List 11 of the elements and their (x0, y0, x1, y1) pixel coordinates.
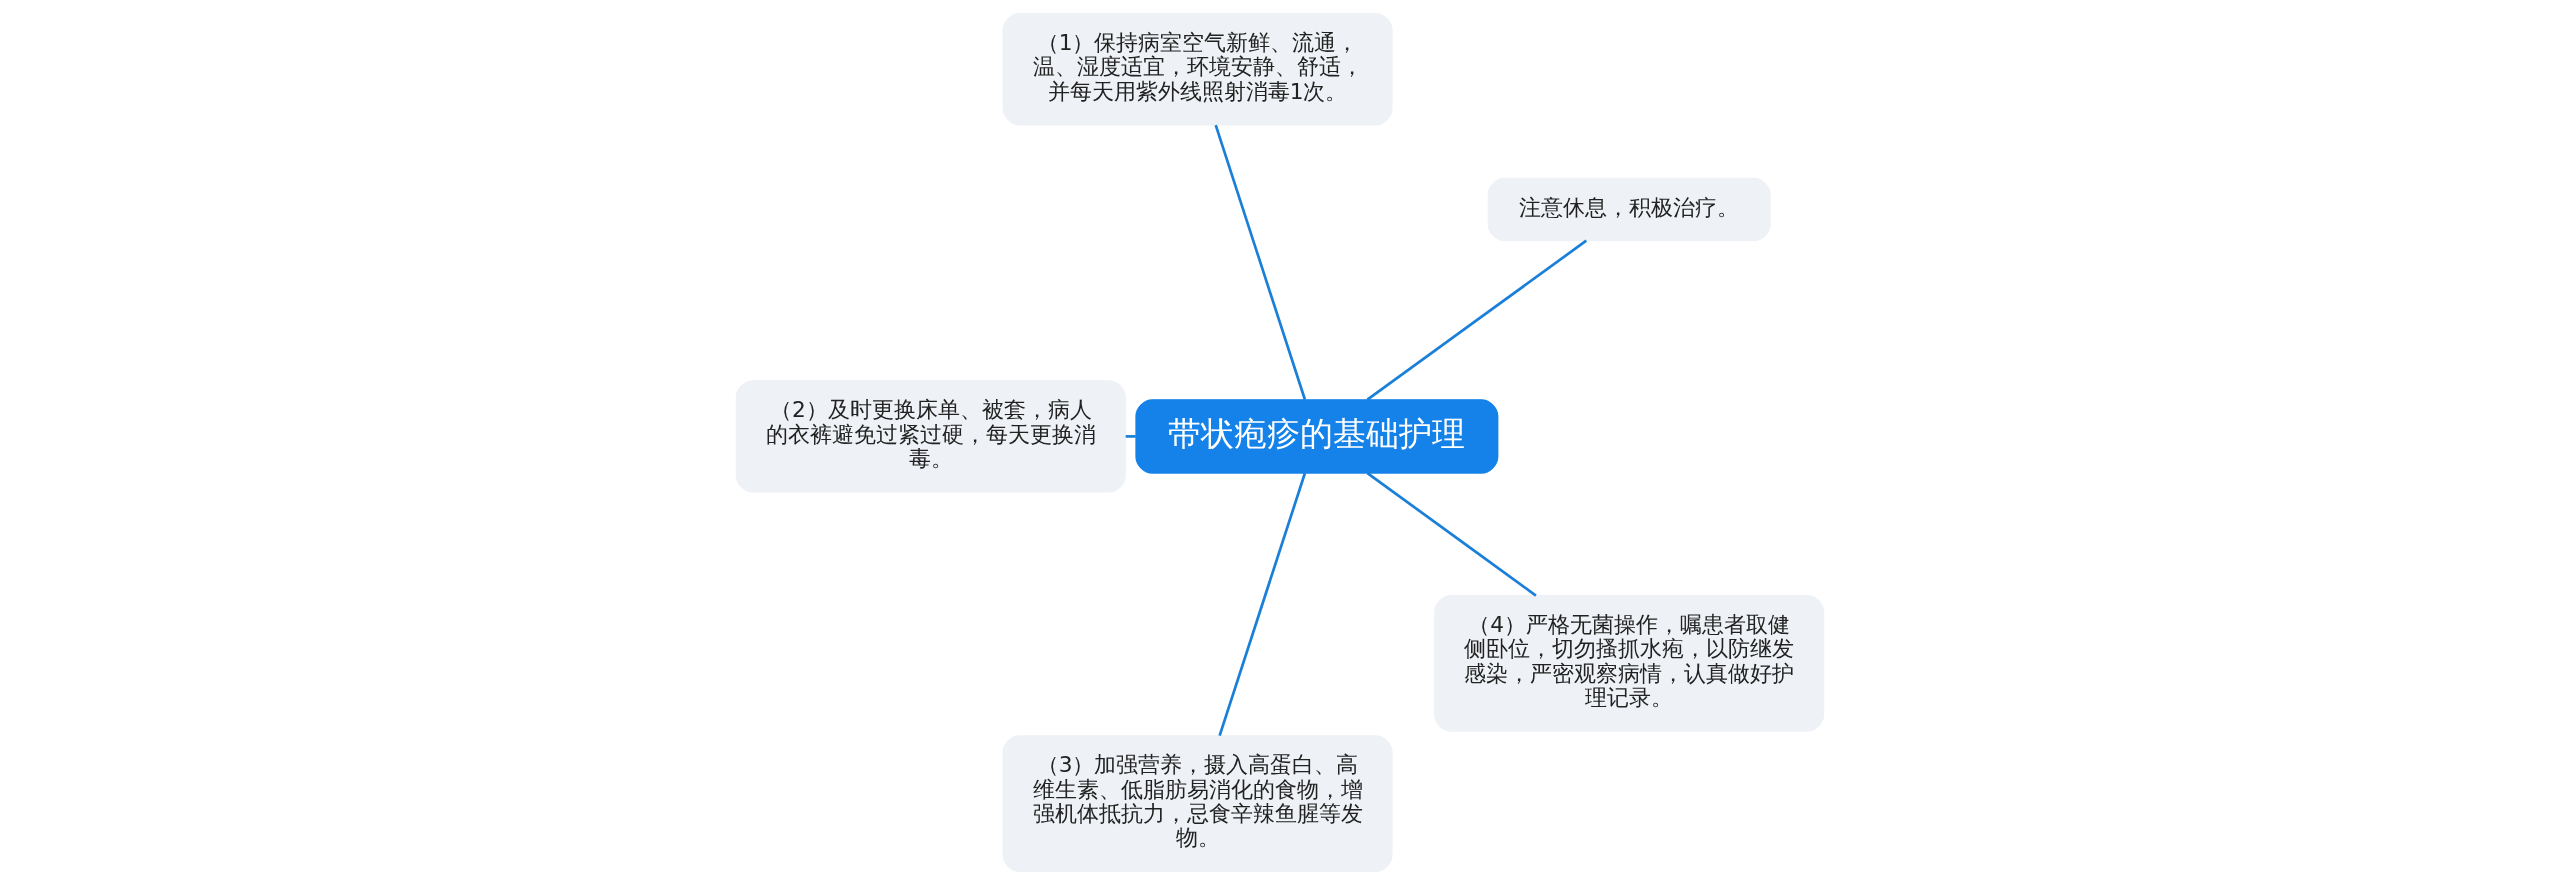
connector (1366, 239, 1588, 401)
node-box: （4）严格无菌操作，嘱患者取健侧卧位，切勿搔抓水疱，以防继发感染，严密观察病情，认真做好护理记录。 (1434, 594, 1825, 732)
connector (1214, 124, 1307, 400)
node-box: （3）加强营养，摄入高蛋白、高维生素、低脂肪易消化的食物，增强机体抵抗力，忌食辛辣鱼腥等发物。 (1002, 735, 1393, 872)
connector (1125, 435, 1136, 438)
node-box: 注意休息，积极治疗。 (1487, 177, 1771, 242)
connector (1366, 472, 1537, 597)
node-box: （2）及时更换床单、被套，病人的衣裤避免过紧过硬，每天更换消毒。 (735, 380, 1126, 493)
connector (1218, 472, 1307, 737)
node-box: （1）保持病室空气新鲜、流通，温、湿度适宜，环境安静、舒适，并每天用紫外线照射消毒1次。 (1002, 13, 1393, 126)
node-box: 带状疱疹的基础护理 (1135, 399, 1499, 474)
